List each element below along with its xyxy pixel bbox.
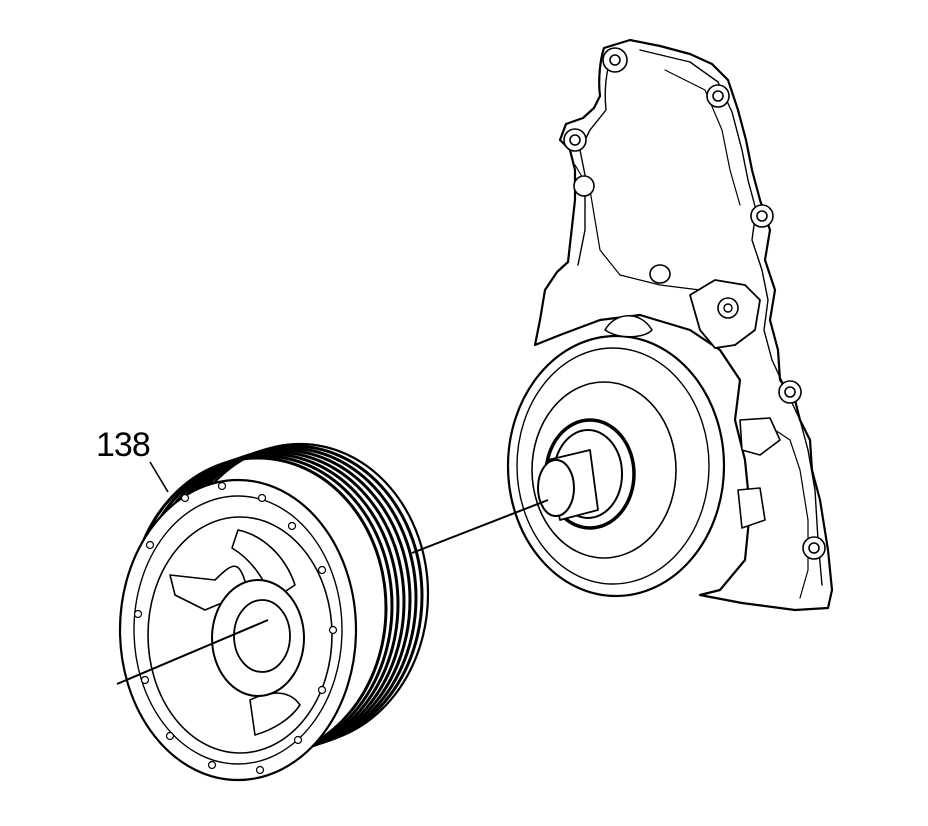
balancer-hole xyxy=(145,540,155,550)
callout-label: 138 xyxy=(96,426,150,464)
seal-boss xyxy=(604,315,653,338)
cover-bolt xyxy=(778,380,802,404)
balancer-hole xyxy=(180,493,190,503)
cover-bolt xyxy=(602,47,628,73)
callout-leader-line xyxy=(149,461,169,493)
cover-bolt xyxy=(563,128,587,152)
balancer-hole xyxy=(257,493,267,503)
balancer-bore xyxy=(233,599,291,673)
balancer-hole xyxy=(165,731,175,741)
balancer-hole xyxy=(207,760,217,770)
sensor-bolt-center xyxy=(723,303,733,313)
alignment-line xyxy=(116,619,269,685)
cover-outline xyxy=(533,38,834,612)
cover-bolt xyxy=(706,84,730,108)
balancer-hole xyxy=(317,565,327,575)
alignment-line xyxy=(411,499,549,554)
balancer-hole xyxy=(287,521,297,531)
balancer-hole xyxy=(255,765,265,775)
cover-hole xyxy=(649,264,671,284)
cover-bolt xyxy=(802,536,826,560)
cover-bolt xyxy=(750,204,774,228)
balancer-hole xyxy=(217,481,227,491)
balancer-hole xyxy=(140,675,150,685)
cover-tab xyxy=(737,487,766,529)
crankshaft-nose-face xyxy=(537,459,575,517)
engine-front-cover xyxy=(506,38,834,612)
balancer-hole xyxy=(293,735,303,745)
balancer-hole xyxy=(317,685,327,695)
cover-rib-lower xyxy=(759,419,809,599)
cover-rib-right xyxy=(639,49,823,586)
balancer-hole xyxy=(133,609,143,619)
balancer-hole xyxy=(328,625,338,635)
crankshaft-balancer xyxy=(118,442,430,782)
cover-hole xyxy=(573,175,595,197)
cover-rib-inner xyxy=(664,69,741,206)
cover-lug xyxy=(739,417,781,456)
